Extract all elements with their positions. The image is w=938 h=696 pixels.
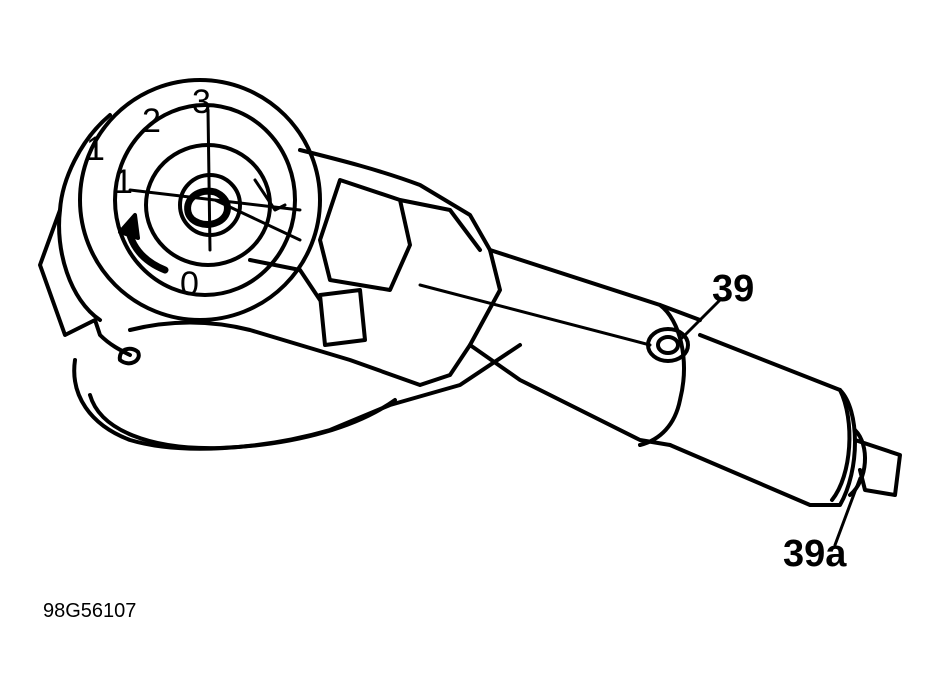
left-shell: [38, 113, 132, 357]
dial-mark-2: 2: [142, 102, 161, 140]
callout-39a: 39a: [783, 533, 847, 575]
housing-base: [72, 343, 522, 451]
dial-mark-0: 0: [180, 265, 199, 303]
dial-housing-inner: [113, 103, 297, 297]
dial-mark-3: 3: [192, 83, 211, 121]
motor-tube-bottom: [468, 343, 672, 447]
screw-39: [646, 327, 690, 363]
motor-shaft: [853, 438, 902, 497]
leader-39: [680, 298, 722, 340]
callout-39: 39: [712, 268, 755, 310]
motor-can: [668, 333, 857, 507]
motor-tube-top: [488, 248, 702, 322]
figure-number: 98G56107: [43, 600, 137, 622]
dial-mark-1: 1: [114, 163, 133, 201]
housing-flange: [88, 393, 397, 451]
dial-mark-1-top: 1: [86, 130, 105, 168]
leader-39a: [833, 476, 862, 547]
dial-housing-outer: [78, 78, 322, 322]
